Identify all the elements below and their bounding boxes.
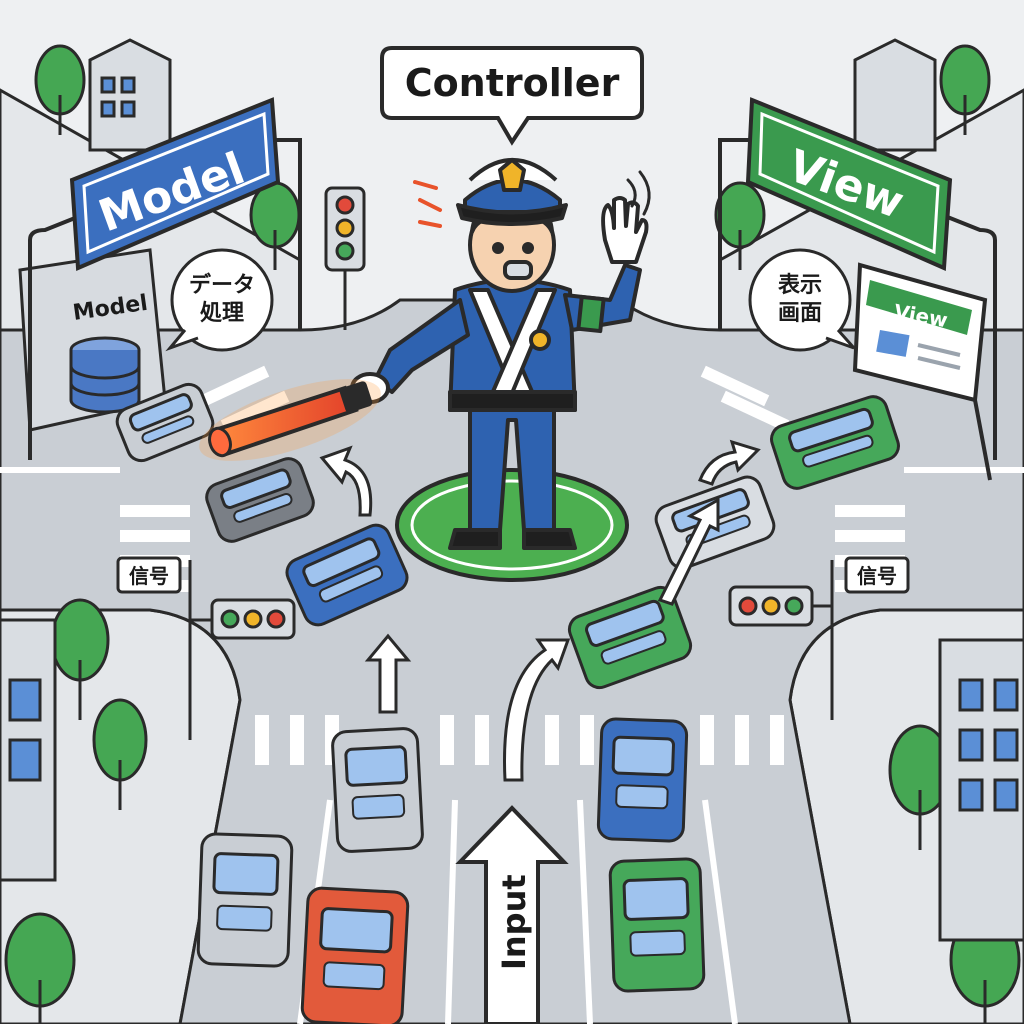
cars — [115, 382, 900, 1024]
monitor-icon: View — [852, 262, 992, 481]
traffic-light-icon — [188, 560, 296, 740]
car-icon — [300, 886, 410, 1024]
traffic-light-icon — [728, 560, 834, 720]
car-icon — [596, 717, 689, 843]
wave-icon — [626, 170, 651, 216]
car-icon — [770, 395, 900, 490]
traffic-light-icon — [324, 186, 366, 330]
view-bubble-line2: 画面 — [778, 301, 822, 326]
svg-text:信号: 信号 — [857, 564, 897, 588]
controller-label: Controller — [405, 61, 620, 105]
input-label: Input — [495, 874, 533, 970]
car-icon — [205, 457, 315, 543]
car-icon — [196, 832, 294, 968]
model-bubble-line2: 処理 — [200, 300, 244, 326]
signal-right-label: 信号 — [844, 556, 910, 594]
input-arrow: Input — [455, 805, 569, 1024]
car-icon — [115, 382, 215, 463]
arrow-icon — [319, 439, 761, 782]
car-icon — [567, 585, 693, 690]
officer-pad — [395, 468, 629, 582]
view-bubble-line1: 表示 — [778, 273, 822, 298]
view-display-bubble: 表示 画面 — [748, 248, 856, 352]
model-building: Model — [18, 248, 167, 432]
building-icon — [0, 38, 1024, 942]
baton-icon — [199, 379, 381, 461]
database-icon — [69, 336, 141, 414]
whistle-sound-icon — [413, 180, 442, 228]
signal-left-label: 信号 — [116, 556, 182, 594]
car-icon — [608, 857, 706, 993]
svg-text:信号: 信号 — [129, 564, 169, 588]
whistle-icon — [503, 260, 533, 280]
model-bubble-line1: データ — [189, 272, 255, 298]
controller-bubble: Controller — [380, 46, 644, 146]
car-icon — [331, 727, 424, 853]
model-process-bubble: データ 処理 — [165, 248, 274, 352]
car-icon — [285, 523, 409, 627]
view-sign: View — [745, 97, 953, 271]
